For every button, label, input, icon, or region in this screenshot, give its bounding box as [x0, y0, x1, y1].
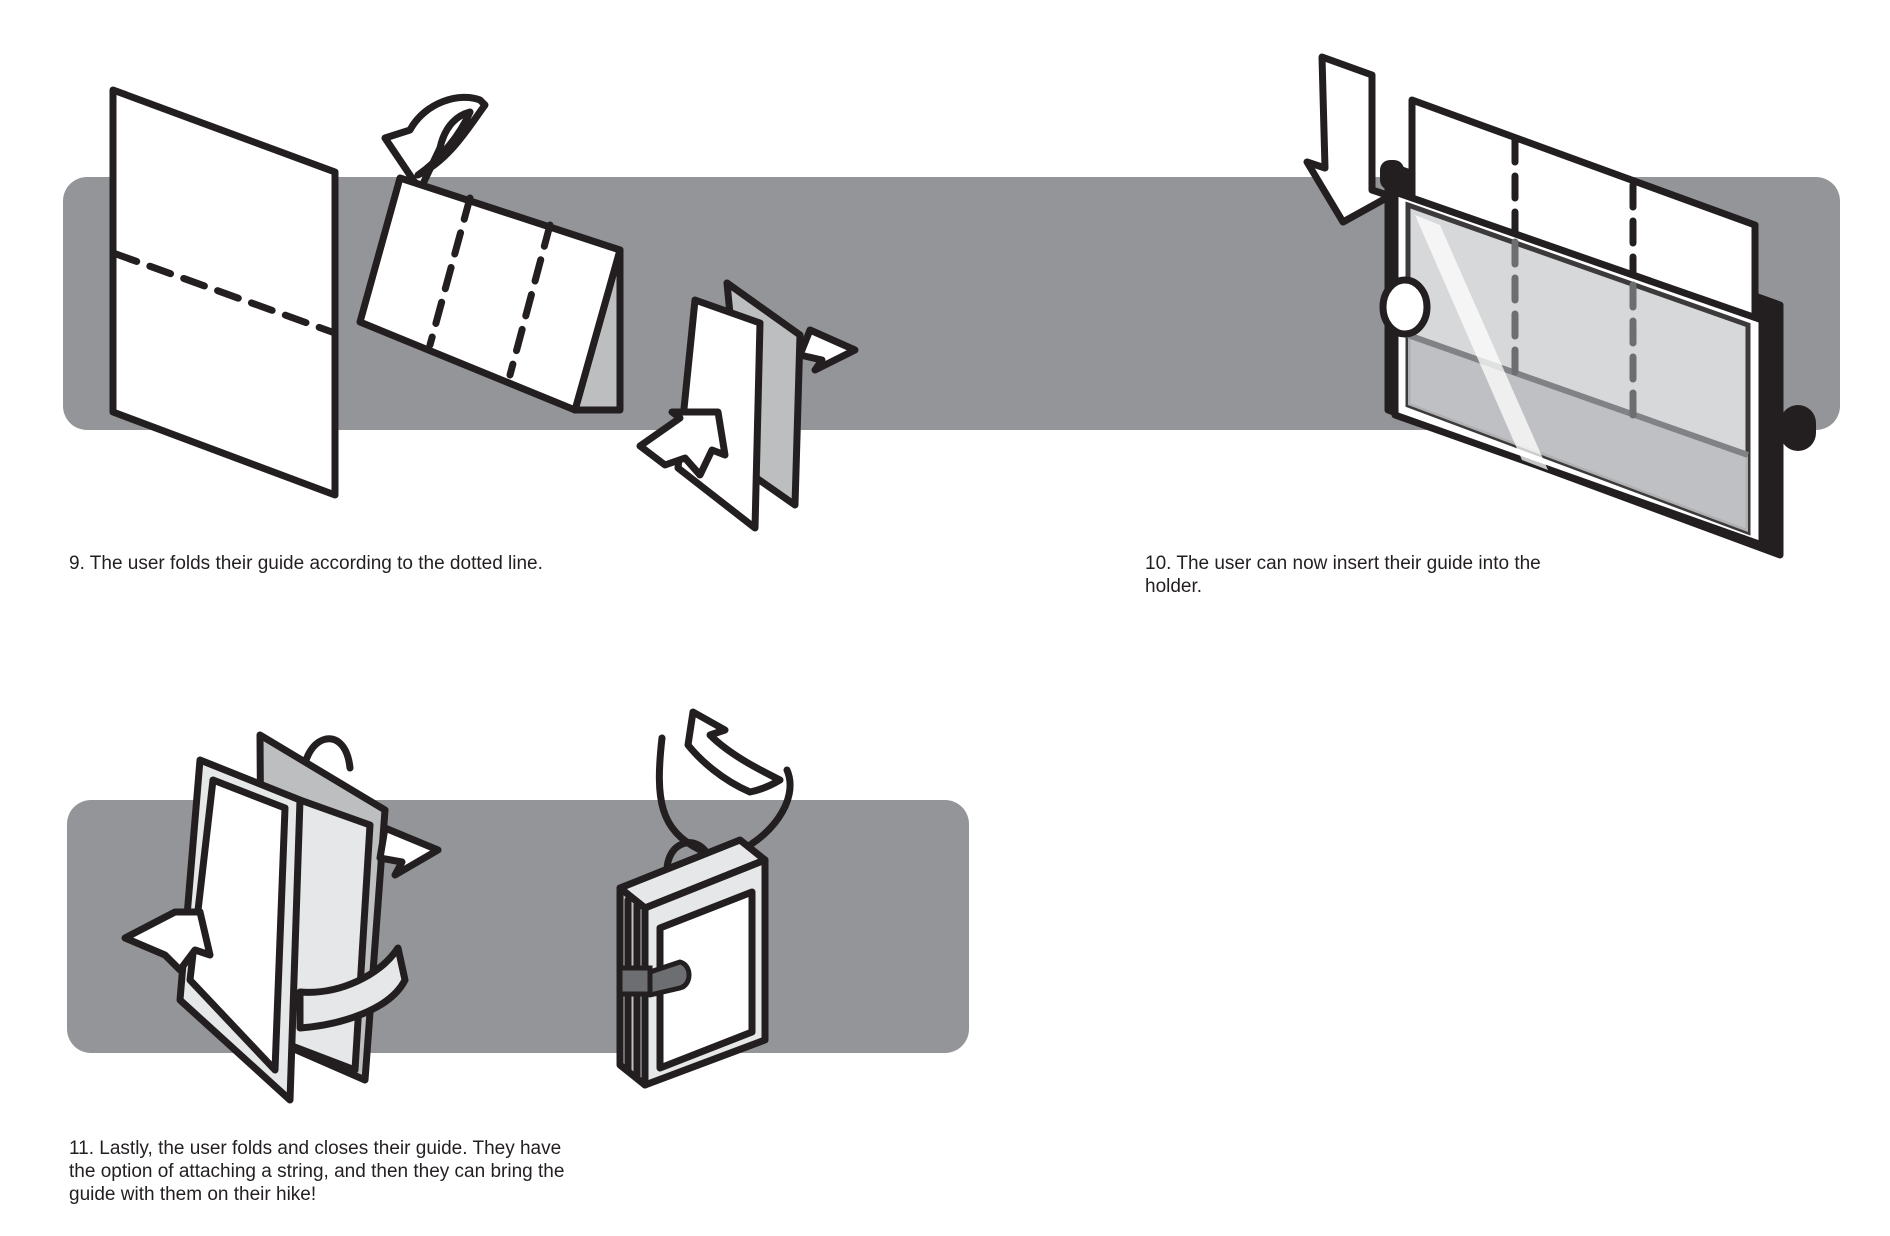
- rotate-arrow-icon: [381, 93, 489, 194]
- fold-arrow-icon: [636, 279, 859, 532]
- step11-illustration: [121, 708, 794, 1104]
- step10-caption: 10. The user can now insert their guide …: [1145, 553, 1541, 597]
- flat-sheet-icon: [109, 86, 339, 499]
- down-arrow-icon: [1303, 53, 1394, 226]
- step9-illustration: [109, 86, 859, 532]
- folding-booklet-icon: [176, 731, 409, 1104]
- fold-arrow-icon: [121, 824, 442, 974]
- closed-holder-icon: [616, 836, 769, 1089]
- step9-caption: 9. The user folds their guide according …: [69, 553, 543, 574]
- step10-illustration: [1303, 53, 1816, 559]
- holder-window-icon: [1379, 188, 1766, 549]
- folded-tent-icon: [356, 174, 624, 414]
- rotate-arrow-icon: [655, 708, 794, 859]
- step11-caption: 11. Lastly, the user folds and closes th…: [69, 1138, 565, 1205]
